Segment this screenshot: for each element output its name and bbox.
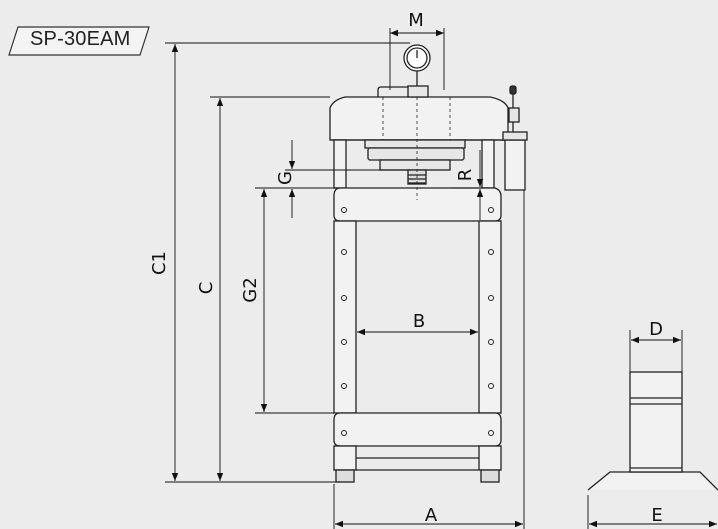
dim-label-m: M (408, 10, 424, 31)
dim-label-d: D (649, 319, 663, 340)
dim-label-r: R (455, 169, 476, 182)
dim-label-c1: C1 (149, 251, 170, 275)
dim-label-g2: G2 (240, 277, 261, 302)
press-body (329, 44, 528, 483)
dim-label-g: G (275, 171, 296, 185)
side-view (587, 371, 718, 491)
dim-label-a: A (425, 505, 438, 526)
dim-label-b: B (413, 311, 425, 332)
dim-label-e: E (651, 505, 662, 526)
dimension-lines (165, 28, 717, 529)
model-label-frame (8, 26, 150, 56)
bolt-holes (341, 207, 494, 436)
model-label: SP-30EAM (30, 28, 131, 50)
dim-label-c: C (196, 282, 217, 295)
